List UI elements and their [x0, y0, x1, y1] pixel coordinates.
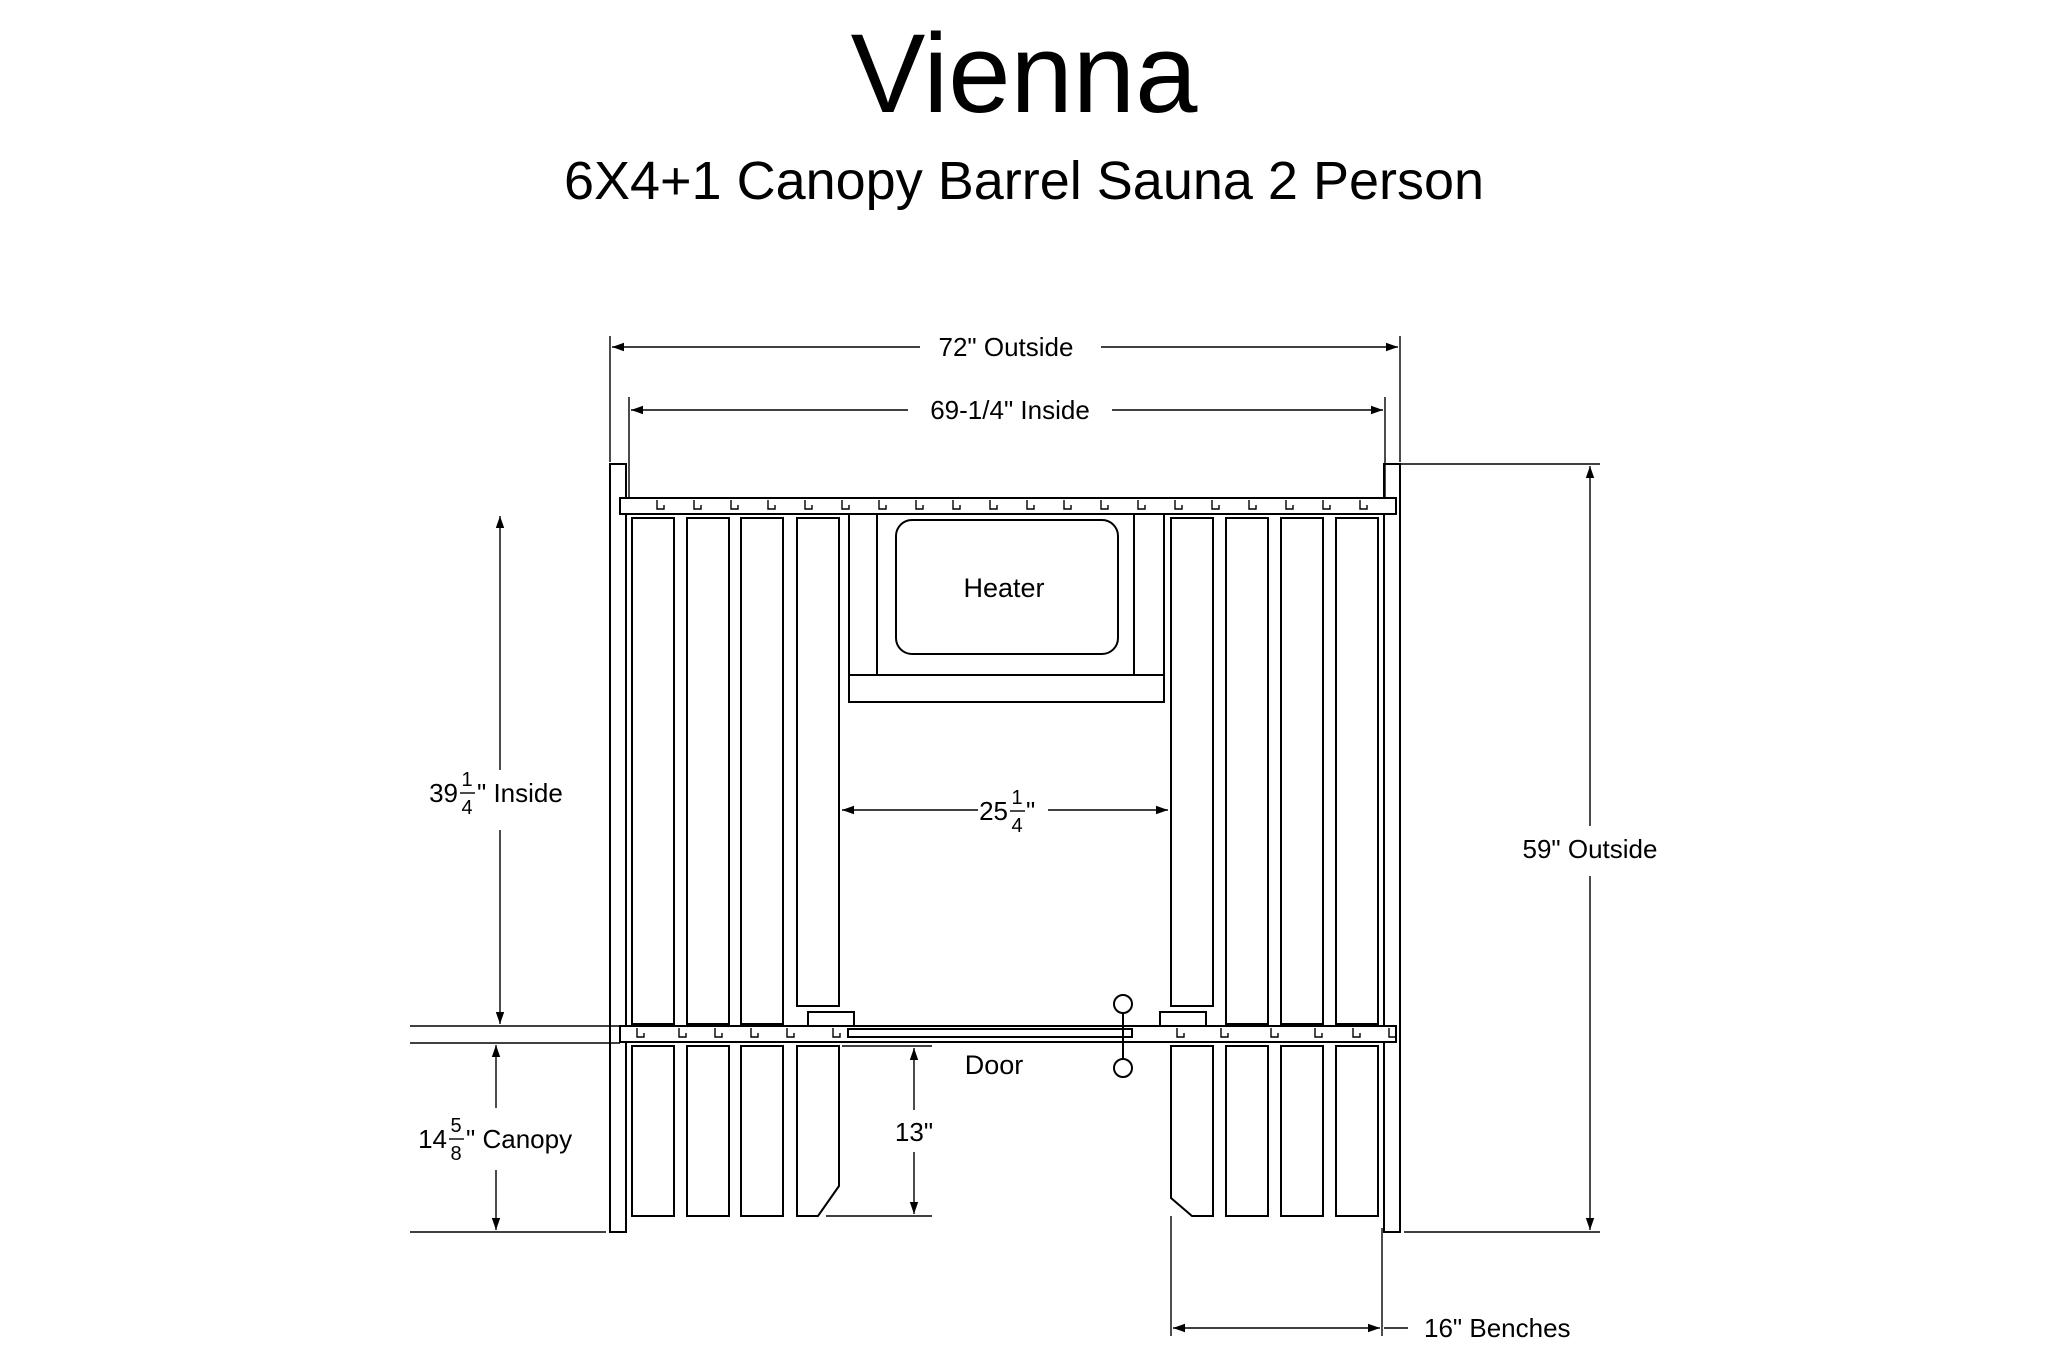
benches-label: 16" Benches [1424, 1313, 1571, 1343]
canopy-whole: 14 [418, 1124, 447, 1154]
canopy-denominator: 8 [450, 1143, 461, 1165]
stave-joint [878, 500, 887, 510]
stave-joint [804, 500, 813, 510]
stave-joint [952, 500, 961, 510]
door-label: Door [965, 1050, 1024, 1080]
stave-joint [1137, 500, 1146, 510]
aisle-suffix: " [1026, 796, 1035, 826]
stave-joint [730, 500, 739, 510]
inside-depth-numerator: 1 [461, 769, 472, 791]
stave-joint [1359, 500, 1368, 510]
stave-joint [1314, 1028, 1323, 1038]
dimension-bench-offset: 13" [895, 1048, 933, 1214]
stave-joint [693, 500, 702, 510]
dimension-bench-width: 16" Benches [1173, 1313, 1571, 1343]
page-subtitle: 6X4+1 Canopy Barrel Sauna 2 Person [563, 151, 1485, 211]
stave-joint [1388, 1028, 1397, 1038]
heater-enclosure: Heater [848, 513, 1165, 703]
dimension-inside-width: 69-1/4" Inside [631, 395, 1383, 425]
canopy-staves-left [631, 1045, 840, 1217]
top-stave-rail [619, 497, 1397, 515]
stave-joint [636, 1028, 645, 1038]
inside-depth-whole: 39 [429, 778, 458, 808]
aisle-whole: 25 [979, 796, 1008, 826]
interior-staves-right [1170, 517, 1379, 1025]
aisle-denominator: 4 [1011, 815, 1022, 837]
inside-width-label: 69-1/4" Inside [930, 395, 1090, 425]
heater-label: Heater [963, 573, 1044, 603]
stave-joint [1176, 1028, 1185, 1038]
right-end-wall [1383, 463, 1401, 1233]
door: Door [807, 994, 1207, 1080]
stave-joint [714, 1028, 723, 1038]
stave-joint [1248, 500, 1257, 510]
stave-joint [1100, 500, 1109, 510]
stave-joint [1063, 500, 1072, 510]
canopy-suffix: " Canopy [466, 1124, 572, 1154]
stave-joint [1285, 500, 1294, 510]
stave-joint [832, 1028, 841, 1038]
stave-joint [989, 500, 998, 510]
interior-staves-left [631, 517, 840, 1025]
dimension-inside-depth: 39 1 4 " Inside [429, 516, 563, 1024]
bench-offset-label: 13" [895, 1117, 933, 1147]
stave-joint [1220, 1028, 1229, 1038]
stave-joint [786, 1028, 795, 1038]
stave-joint [1352, 1028, 1361, 1038]
dimension-outside-width: 72" Outside [612, 332, 1398, 362]
heater [895, 519, 1119, 655]
outside-width-label: 72" Outside [939, 332, 1074, 362]
aisle-numerator: 1 [1011, 787, 1022, 809]
stave-joint [1211, 500, 1220, 510]
stave-joint [750, 1028, 759, 1038]
door-handle-outer [1113, 1058, 1133, 1078]
stave-joint [915, 500, 924, 510]
page-title: Vienna [850, 11, 1198, 136]
extension-lines [410, 336, 1600, 1336]
outside-depth-label: 59" Outside [1523, 834, 1658, 864]
stave-joint [1174, 500, 1183, 510]
canopy-staves-right [1170, 1045, 1379, 1217]
dimension-canopy-depth: 14 5 8 " Canopy [418, 1045, 572, 1230]
dimension-outside-depth: 59" Outside [1523, 466, 1658, 1230]
stave-joint [1026, 500, 1035, 510]
inside-depth-denominator: 4 [461, 797, 472, 819]
left-end-wall [609, 463, 627, 1233]
stave-joint [767, 500, 776, 510]
stave-joint [841, 500, 850, 510]
stave-joint [656, 500, 665, 510]
inside-depth-suffix: " Inside [477, 778, 563, 808]
stave-joint [1322, 500, 1331, 510]
stave-joint [678, 1028, 687, 1038]
stave-joint [1270, 1028, 1279, 1038]
canopy-numerator: 5 [450, 1115, 461, 1137]
door-handle-inner [1113, 994, 1133, 1014]
dimension-aisle-width: 25 1 4 " [842, 787, 1168, 837]
